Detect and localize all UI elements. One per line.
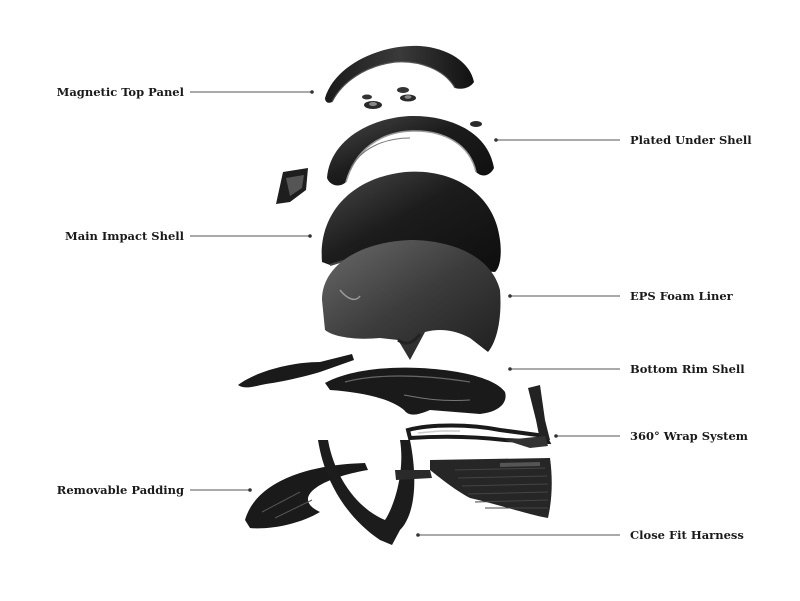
leader-dots	[248, 90, 558, 537]
leader-lines	[190, 91, 620, 536]
ribbed-side-panel-part	[430, 458, 552, 518]
padding-strip-part	[238, 354, 354, 388]
label-eps-foam-liner: EPS Foam Liner	[630, 289, 733, 303]
removable-padding-part	[245, 463, 368, 529]
bottom-rim-shell-part	[325, 367, 506, 415]
label-magnetic-top-panel: Magnetic Top Panel	[56, 85, 184, 99]
label-removable-padding: Removable Padding	[56, 483, 184, 497]
label-plated-under-shell: Plated Under Shell	[630, 133, 752, 147]
close-fit-harness-part	[318, 440, 432, 545]
label-bottom-rim-shell: Bottom Rim Shell	[630, 362, 745, 376]
magnet-hardware	[362, 87, 482, 127]
label-main-impact-shell: Main Impact Shell	[65, 229, 184, 243]
magnetic-top-panel-part	[325, 45, 474, 103]
eps-foam-liner-part	[322, 240, 501, 360]
label-close-fit-harness: Close Fit Harness	[630, 528, 744, 542]
label-wrap-system: 360° Wrap System	[630, 429, 748, 443]
plated-under-shell-part	[327, 115, 494, 186]
wrap-system-part	[405, 385, 552, 448]
side-vent-piece	[276, 168, 308, 204]
